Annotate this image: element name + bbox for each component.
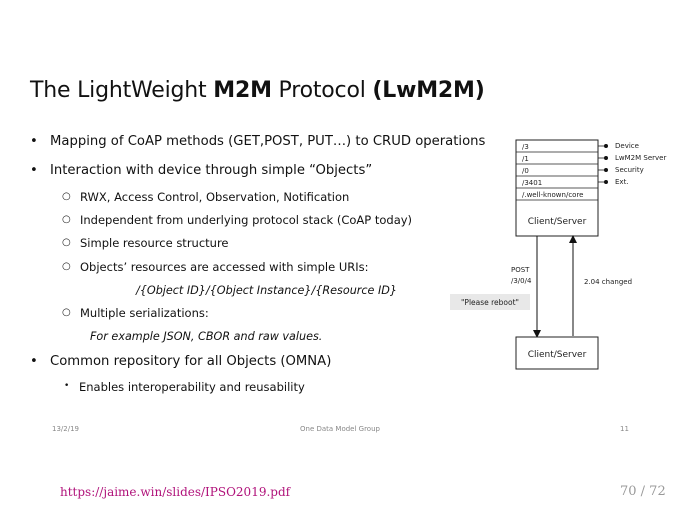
response-label: 2.04 changed <box>584 278 632 286</box>
uri-example: /{Object ID}/{Object Instance}/{Resource… <box>136 284 398 297</box>
object-row: /.well-known/core <box>522 191 584 199</box>
circle-marker-icon: ○ <box>62 261 71 272</box>
legend-label: Ext. <box>615 178 629 186</box>
footer-group: One Data Model Group <box>300 425 380 433</box>
subbullet-text: Independent from underlying protocol sta… <box>80 213 413 227</box>
bullet-objects: Interaction with device through simple “… <box>30 163 373 178</box>
object-row: /0 <box>522 167 529 175</box>
subsub-text: Enables interoperability and reusability <box>79 380 305 394</box>
legend-label: Device <box>615 142 639 150</box>
dot-marker-icon: • <box>64 381 70 391</box>
subbullet-text: RWX, Access Control, Observation, Notifi… <box>80 190 350 204</box>
circle-marker-icon: ○ <box>62 237 71 248</box>
bullet-text: Mapping of CoAP methods (GET,POST, PUT…)… <box>50 134 486 149</box>
subbullet-text: Multiple serializations: <box>80 306 209 320</box>
object-row: /1 <box>522 155 529 163</box>
circle-marker-icon: ○ <box>62 214 71 225</box>
subbullet-text: Objects’ resources are accessed with sim… <box>80 260 369 274</box>
payload-box <box>450 294 530 310</box>
circle-marker-icon: ○ <box>62 307 71 318</box>
subbullet-independent: ○ Independent from underlying protocol st… <box>62 213 412 227</box>
subbullet-text: Simple resource structure <box>80 236 229 250</box>
subbullet-structure: ○ Simple resource structure <box>62 236 229 250</box>
bullet-text: Interaction with device through simple “… <box>50 163 373 178</box>
slide-title: The LightWeight M2M Protocol (LwM2M) <box>30 78 485 103</box>
top-box-label: Client/Server <box>528 217 587 227</box>
footer-slide-number: 11 <box>620 425 629 433</box>
footer-date: 13/2/19 <box>52 425 79 433</box>
bottom-box-label: Client/Server <box>528 350 587 360</box>
title-part: The LightWeight <box>30 78 214 103</box>
serialization-example: For example JSON, CBOR and raw values. <box>90 330 323 343</box>
object-row: /3 <box>522 143 529 151</box>
subbullet-uris: ○ Objects’ resources are accessed with si… <box>62 260 369 274</box>
bullet-omna: Common repository for all Objects (OMNA) <box>30 354 332 369</box>
bottom-box <box>515 336 599 370</box>
lwm2m-diagram: /3 /1 /0 /3401 /.well-known/core Client/… <box>450 139 666 370</box>
post-path-label: /3/0/4 <box>511 277 532 285</box>
bullet-text: Common repository for all Objects (OMNA) <box>50 354 332 369</box>
legend-label: Security <box>615 166 644 174</box>
title-bold-m2m: M2M <box>213 78 272 103</box>
post-label: POST <box>511 266 530 274</box>
title-bold-lwm2m: (LwM2M) <box>372 78 485 103</box>
legend-label: LwM2M Server <box>615 154 666 162</box>
subbullet-rwx: ○ RWX, Access Control, Observation, Notif… <box>62 190 349 204</box>
circle-marker-icon: ○ <box>62 191 71 202</box>
title-part: Protocol <box>271 78 373 103</box>
object-row: /3401 <box>522 179 542 187</box>
slides-link[interactable]: https://jaime.win/slides/IPSO2019.pdf <box>60 485 291 499</box>
subsub-interop: • Enables interoperability and reusabilit… <box>64 380 305 394</box>
subbullet-serialization: ○ Multiple serializations: <box>62 306 209 320</box>
bullet-crud: Mapping of CoAP methods (GET,POST, PUT…)… <box>30 134 486 149</box>
page-counter: 70 / 72 <box>620 484 666 499</box>
payload-label: "Please reboot" <box>461 298 519 307</box>
